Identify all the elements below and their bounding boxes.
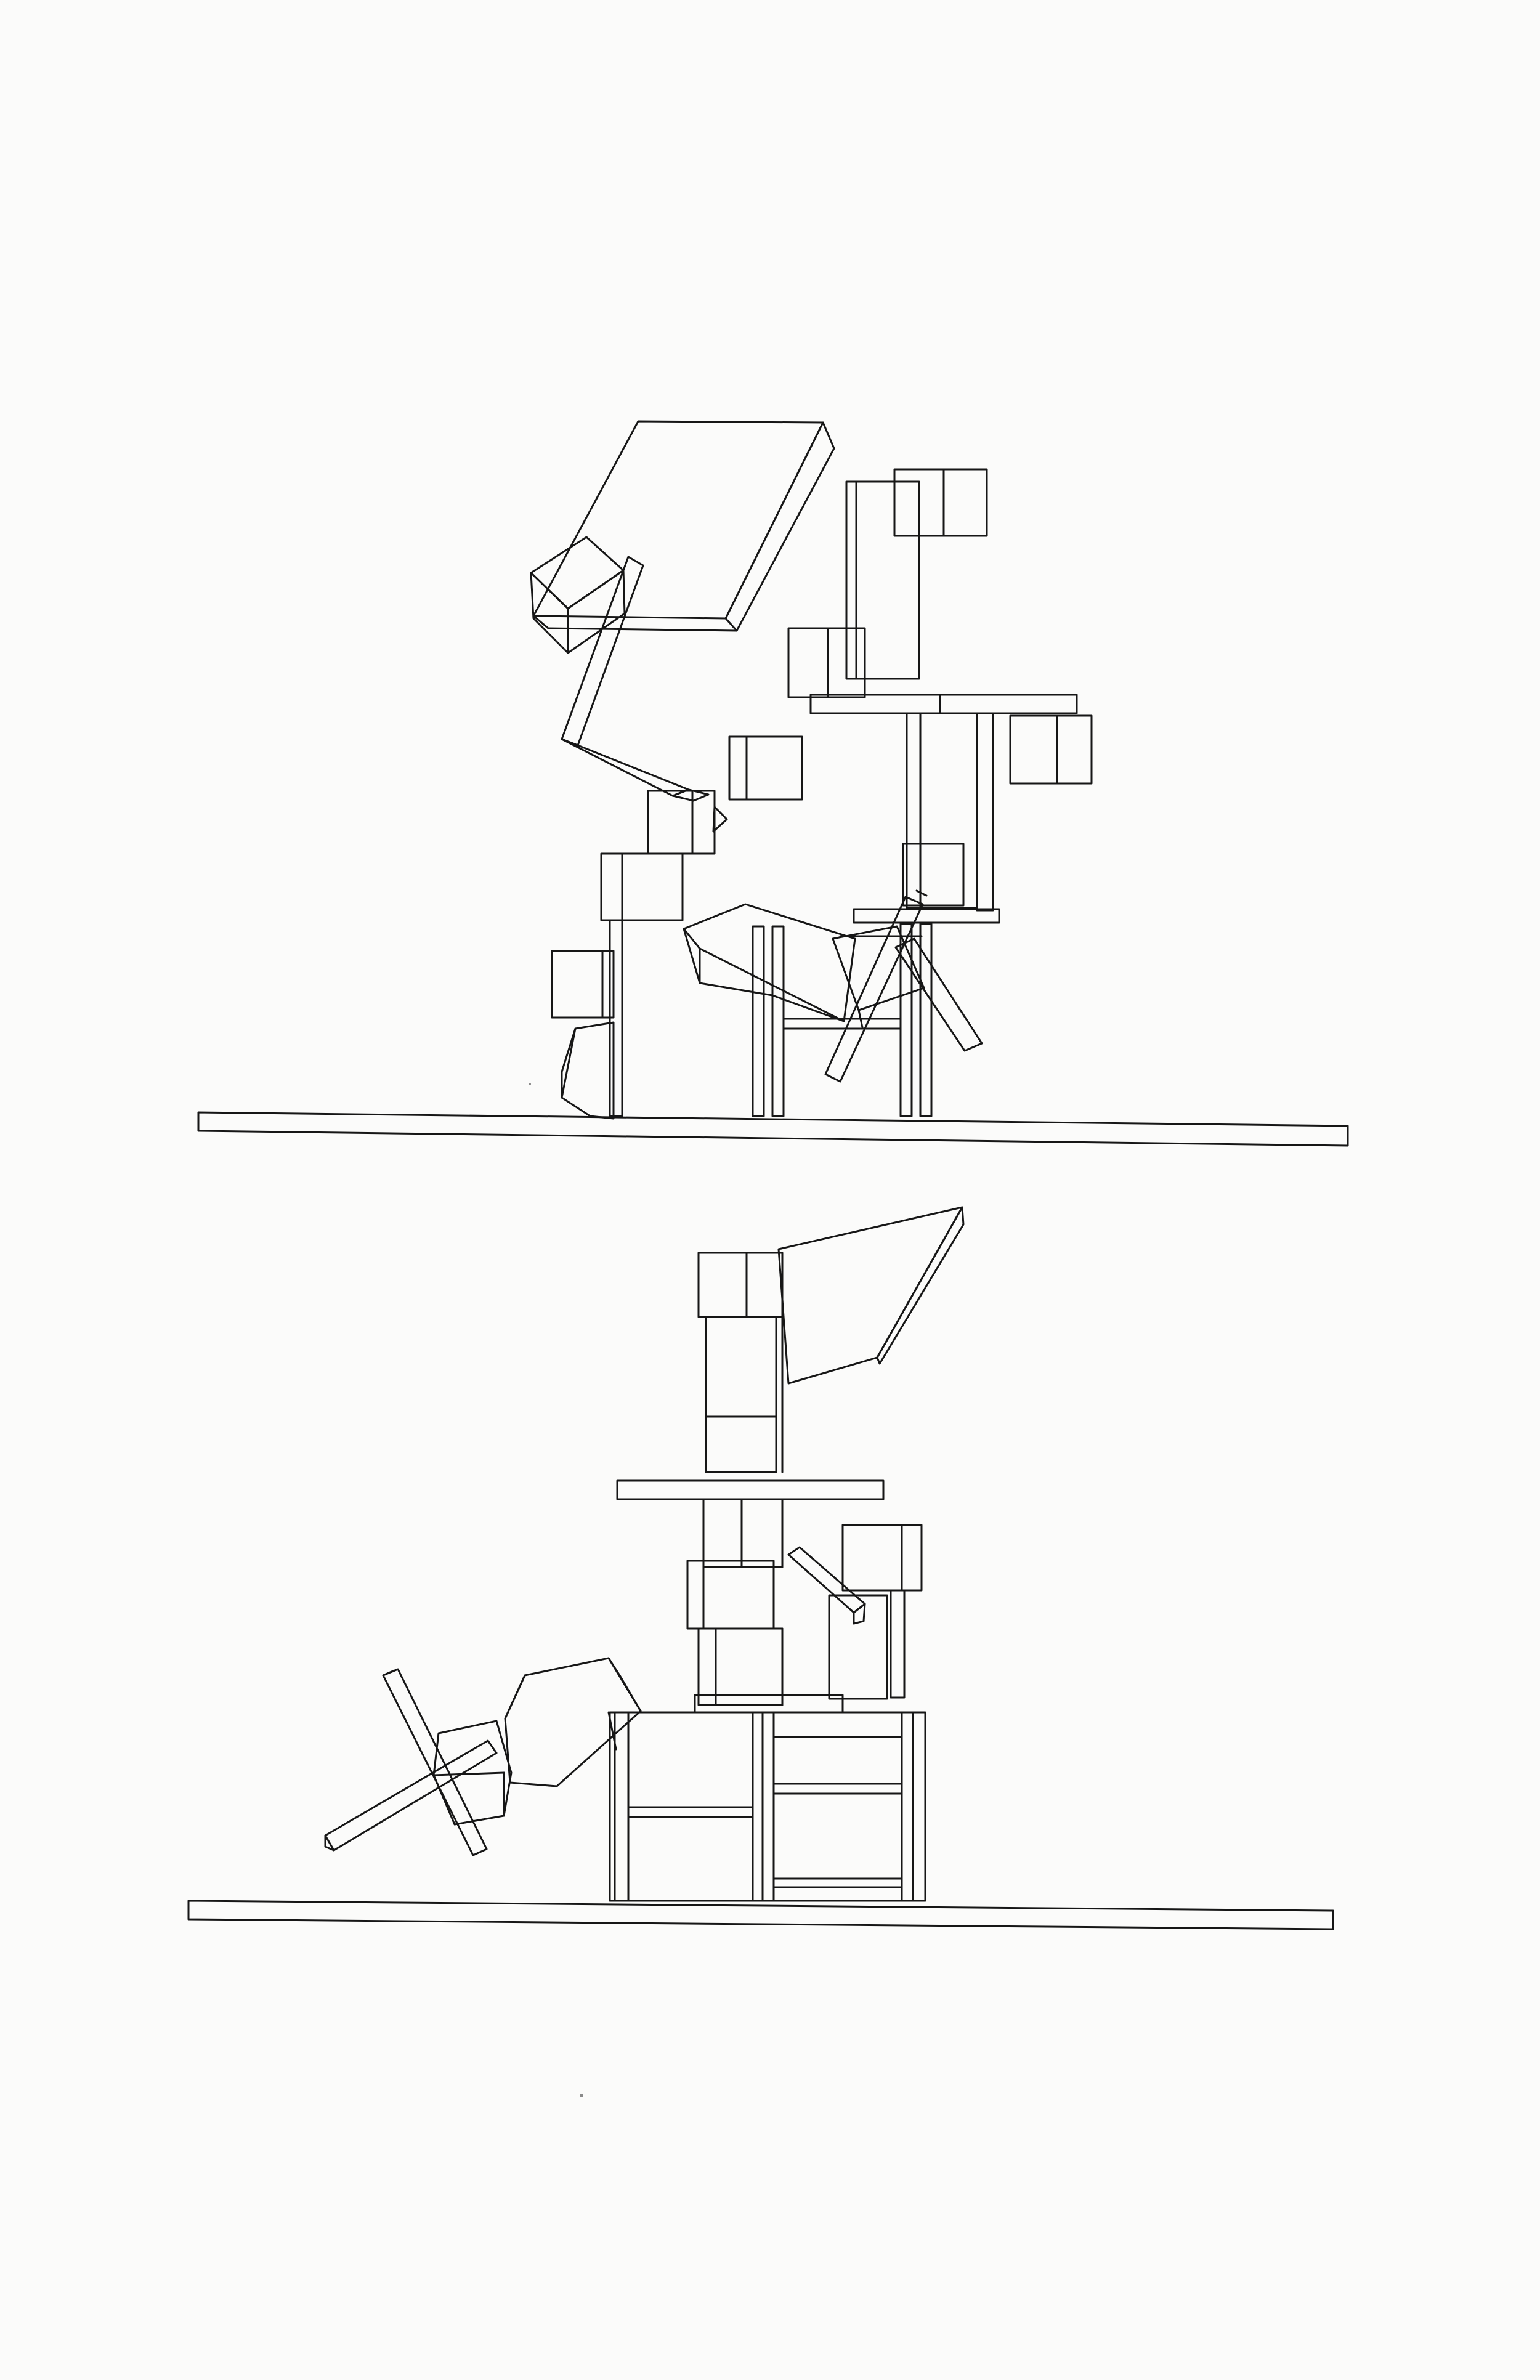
cube <box>832 925 925 1029</box>
crossed-beam <box>824 889 928 1083</box>
cube <box>728 735 803 801</box>
base-box <box>609 1711 754 1902</box>
cube <box>647 790 728 855</box>
cube <box>787 627 866 698</box>
cube <box>697 1252 784 1318</box>
bent-rod <box>561 556 710 802</box>
vertical-slab <box>697 1627 784 1706</box>
cube <box>686 1560 775 1630</box>
cube <box>432 1720 513 1826</box>
cube <box>902 843 965 907</box>
bottom-elevation-drawing <box>187 1206 1334 2097</box>
cube <box>600 852 684 921</box>
horizontal-beam <box>853 908 1000 924</box>
cube <box>1009 714 1093 785</box>
crossed-beam <box>382 1668 488 1856</box>
cube <box>702 1498 784 1568</box>
post <box>976 712 994 912</box>
tilted-panel <box>777 1206 965 1385</box>
vertical-slab <box>705 1316 784 1473</box>
ground-slab <box>197 1111 1349 1147</box>
post <box>609 919 623 1117</box>
vertical-slab <box>906 712 978 909</box>
ground-slab <box>187 1900 1334 1930</box>
horizontal-beam <box>616 1479 885 1500</box>
post <box>752 923 933 1117</box>
tilted-panel <box>532 420 835 632</box>
crossed-beam <box>894 937 983 1052</box>
crossed-beam <box>324 1739 498 1852</box>
tilted-panel <box>683 903 856 1022</box>
cube <box>551 950 615 1019</box>
post <box>890 1589 906 1699</box>
base-box <box>752 1711 926 1902</box>
cube <box>893 468 988 537</box>
wedge-block <box>561 1021 615 1120</box>
top-elevation-drawing <box>197 420 1349 1147</box>
cube <box>841 1524 923 1592</box>
vertical-slab <box>828 1594 888 1700</box>
diagonal-rod <box>787 1546 866 1625</box>
tilted-panel <box>504 1657 642 1787</box>
horizontal-beam <box>694 1694 844 1714</box>
vertical-slab <box>845 480 920 680</box>
